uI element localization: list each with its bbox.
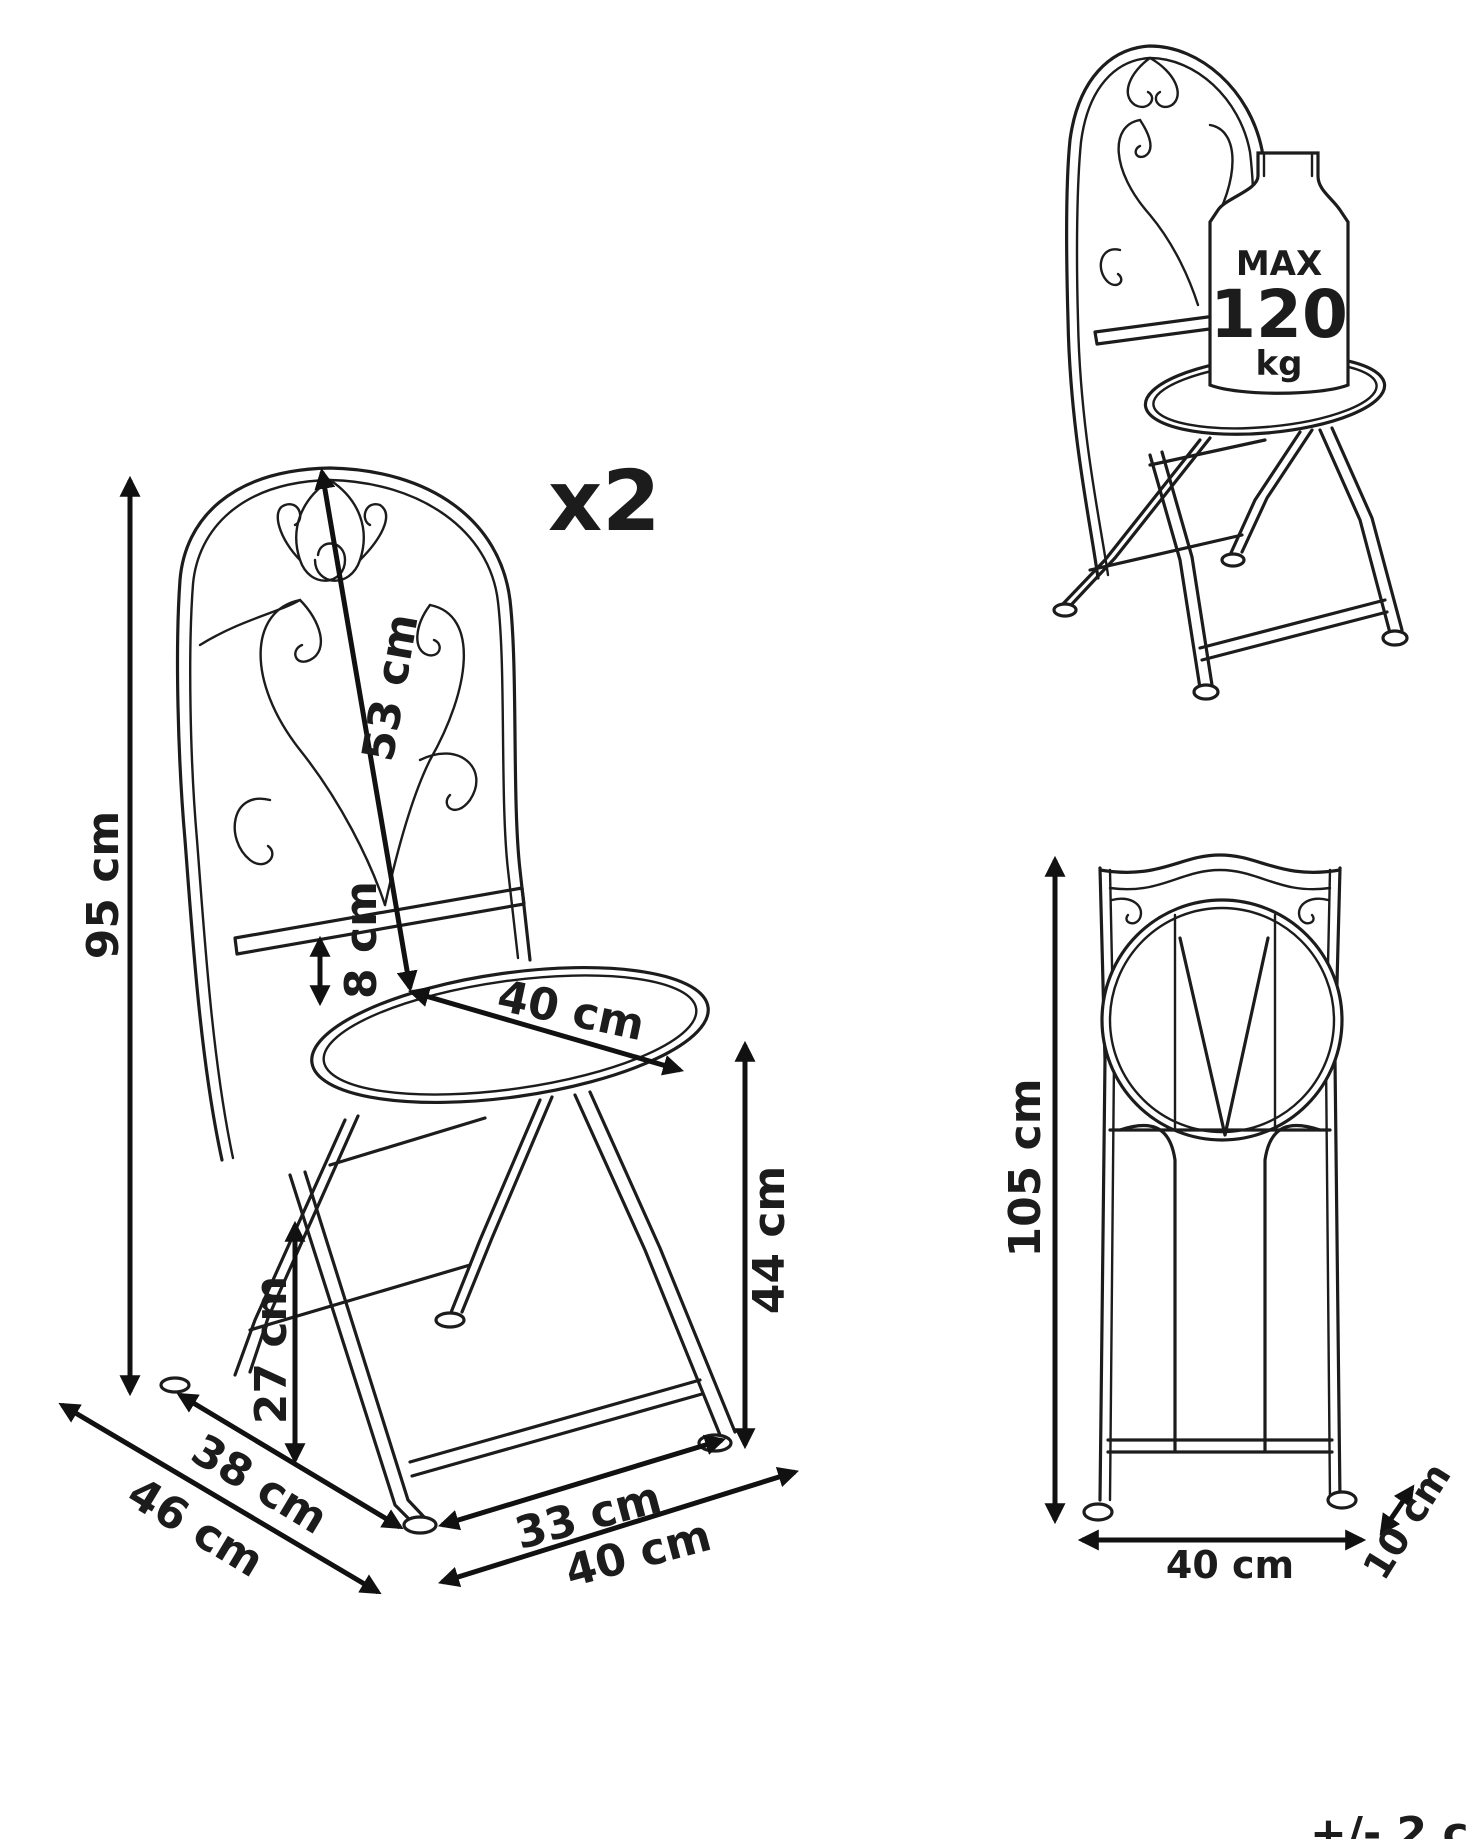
load-capacity-chair-illustration: MAX 120 kg — [1052, 44, 1409, 701]
seat-diameter-arrow — [407, 986, 685, 1076]
folded-depth-label: 10 cm — [1354, 1455, 1459, 1587]
backrest-gap-label: 8 cm — [336, 881, 387, 999]
folded-depth-arrow — [1379, 1484, 1415, 1536]
total-height-label: 95 cm — [78, 811, 129, 959]
load-badge-value: 120 — [1210, 276, 1348, 353]
quantity-label: x2 — [548, 452, 661, 550]
backrest-height-arrow — [314, 467, 418, 993]
main-chair-dimensions: 95 cm 53 cm 8 cm 40 cm 44 cm 27 cm 38 cm… — [58, 452, 800, 1598]
seat-height-label: 44 cm — [744, 1166, 795, 1314]
load-badge-unit: kg — [1256, 344, 1303, 384]
folded-chair-illustration — [1082, 853, 1358, 1522]
tolerance-note: +/- 2 cm — [1310, 1808, 1470, 1839]
folded-height-label: 105 cm — [1000, 1078, 1051, 1257]
folded-width-label: 40 cm — [1166, 1543, 1294, 1587]
total-depth-arrow — [58, 1402, 382, 1595]
backrest-height-label: 53 cm — [353, 610, 429, 765]
load-badge-max: MAX — [1236, 244, 1322, 284]
weight-bottle-icon — [1208, 151, 1350, 395]
total-width-arrow — [437, 1466, 800, 1588]
leg-brace-height-label: 27 cm — [246, 1276, 297, 1424]
